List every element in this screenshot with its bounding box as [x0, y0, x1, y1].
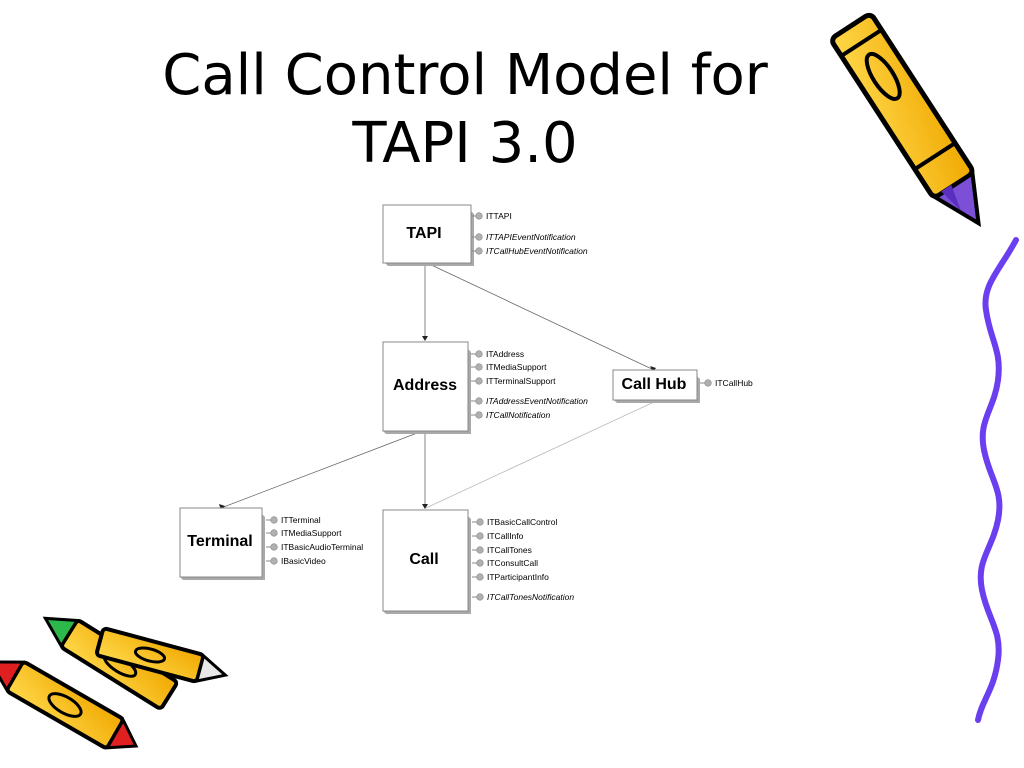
terminal-box: Terminal ITTerminalITMediaSupportITBasic…	[179, 507, 363, 580]
address-interfaces: ITAddressITMediaSupportITTerminalSupport…	[471, 349, 588, 420]
callhub-interfaces: ITCallHub	[700, 378, 753, 388]
terminal-interface-3: IBasicVideo	[266, 556, 326, 566]
address-interface-1-label: ITMediaSupport	[486, 362, 547, 372]
tapi-interface-1-dot	[475, 233, 483, 241]
call-interface-1-label: ITCallInfo	[487, 531, 524, 541]
crayon-top-right-icon	[830, 12, 982, 228]
terminal-interface-0-label: ITTerminal	[281, 515, 321, 525]
squiggle-border	[975, 237, 1019, 723]
terminal-interface-1: ITMediaSupport	[266, 528, 342, 538]
slide-title: Call Control Model for TAPI 3.0	[120, 42, 810, 178]
callhub-interface-0-label: ITCallHub	[715, 378, 753, 388]
terminal-interface-2-label: ITBasicAudioTerminal	[281, 542, 363, 552]
callhub-interface-0: ITCallHub	[700, 378, 753, 388]
tapi-interface-2-label: ITCallHubEventNotification	[486, 246, 588, 256]
call-interface-3: ITConsultCall	[472, 558, 538, 568]
call-interface-0-label: ITBasicCallControl	[487, 517, 557, 527]
slide-title-line-2: TAPI 3.0	[352, 111, 578, 176]
tapi-interface-1-label: ITTAPIEventNotification	[486, 232, 576, 242]
terminal-interface-1-label: ITMediaSupport	[281, 528, 342, 538]
address-interface-1: ITMediaSupport	[471, 362, 547, 372]
address-interface-2: ITTerminalSupport	[471, 376, 556, 386]
arrowhead-call	[422, 504, 428, 509]
connector-tapi-callhub	[424, 261, 655, 371]
call-interface-1: ITCallInfo	[472, 531, 524, 541]
call-interface-3-label: ITConsultCall	[487, 558, 538, 568]
call-interface-5: ITCallTonesNotification	[472, 592, 574, 602]
tapi-interface-0-label: ITTAPI	[486, 211, 512, 221]
tapi-interface-0: ITTAPI	[471, 211, 512, 221]
address-box-label: Address	[393, 377, 457, 394]
call-interface-2-label: ITCallTones	[487, 545, 532, 555]
call-interface-4-label: ITParticipantInfo	[487, 572, 549, 582]
address-interface-2-dot	[475, 377, 483, 385]
tapi-interface-1: ITTAPIEventNotification	[471, 232, 576, 242]
call-interface-3-dot	[476, 559, 484, 567]
address-interface-4-label: ITCallNotification	[486, 410, 551, 420]
terminal-interface-1-dot	[270, 529, 278, 537]
tapi-interface-0-dot	[475, 212, 483, 220]
terminal-interface-3-dot	[270, 557, 278, 565]
arrowhead-callhub	[650, 366, 656, 372]
connectors	[220, 261, 655, 509]
call-interface-4-dot	[476, 573, 484, 581]
address-interface-0: ITAddress	[471, 349, 524, 359]
slide-title-line-1: Call Control Model for	[162, 43, 768, 108]
address-interface-1-dot	[475, 363, 483, 371]
call-interface-2: ITCallTones	[472, 545, 532, 555]
address-interface-3-label: ITAddressEventNotification	[486, 396, 588, 406]
connector-callhub-call	[425, 401, 655, 509]
arrowhead-address	[422, 336, 428, 341]
terminal-interface-2-dot	[270, 543, 278, 551]
address-interface-2-label: ITTerminalSupport	[486, 376, 556, 386]
terminal-interfaces: ITTerminalITMediaSupportITBasicAudioTerm…	[266, 515, 363, 566]
call-interface-5-dot	[476, 593, 484, 601]
call-interface-1-dot	[476, 532, 484, 540]
connector-address-terminal	[220, 429, 426, 509]
address-interface-0-label: ITAddress	[486, 349, 524, 359]
call-box: Call ITBasicCallControlITCallInfoITCallT…	[382, 509, 574, 614]
call-interface-2-dot	[476, 546, 484, 554]
call-interface-5-label: ITCallTonesNotification	[487, 592, 574, 602]
call-interface-0: ITBasicCallControl	[472, 517, 557, 527]
address-interface-4-dot	[475, 411, 483, 419]
tapi-box-label: TAPI	[406, 225, 441, 242]
call-interfaces: ITBasicCallControlITCallInfoITCallTonesI…	[472, 517, 574, 602]
tapi-interface-2-dot	[475, 247, 483, 255]
terminal-interface-3-label: IBasicVideo	[281, 556, 326, 566]
address-interface-3: ITAddressEventNotification	[471, 396, 588, 406]
terminal-box-label: Terminal	[187, 533, 253, 550]
callhub-box: Call Hub ITCallHub	[612, 369, 753, 403]
call-interface-0-dot	[476, 518, 484, 526]
call-box-label: Call	[409, 551, 438, 568]
crayons-bottom-left-icon	[0, 616, 229, 750]
address-box: Address ITAddressITMediaSupportITTermina…	[382, 341, 588, 434]
terminal-interface-0: ITTerminal	[266, 515, 321, 525]
terminal-interface-2: ITBasicAudioTerminal	[266, 542, 363, 552]
tapi-interfaces: ITTAPI ITTAPIEventNotificationITCallHubEv…	[471, 211, 588, 256]
call-interface-4: ITParticipantInfo	[472, 572, 549, 582]
address-interface-4: ITCallNotification	[471, 410, 551, 420]
callhub-box-label: Call Hub	[622, 376, 687, 393]
address-interface-0-dot	[475, 350, 483, 358]
tapi-box: TAPI ITTAPI ITTAPIEventNotificationITCall…	[382, 204, 588, 266]
callhub-interface-0-dot	[704, 379, 712, 387]
arrowheads	[219, 336, 657, 510]
tapi-interface-2: ITCallHubEventNotification	[471, 246, 588, 256]
terminal-interface-0-dot	[270, 516, 278, 524]
address-interface-3-dot	[475, 397, 483, 405]
